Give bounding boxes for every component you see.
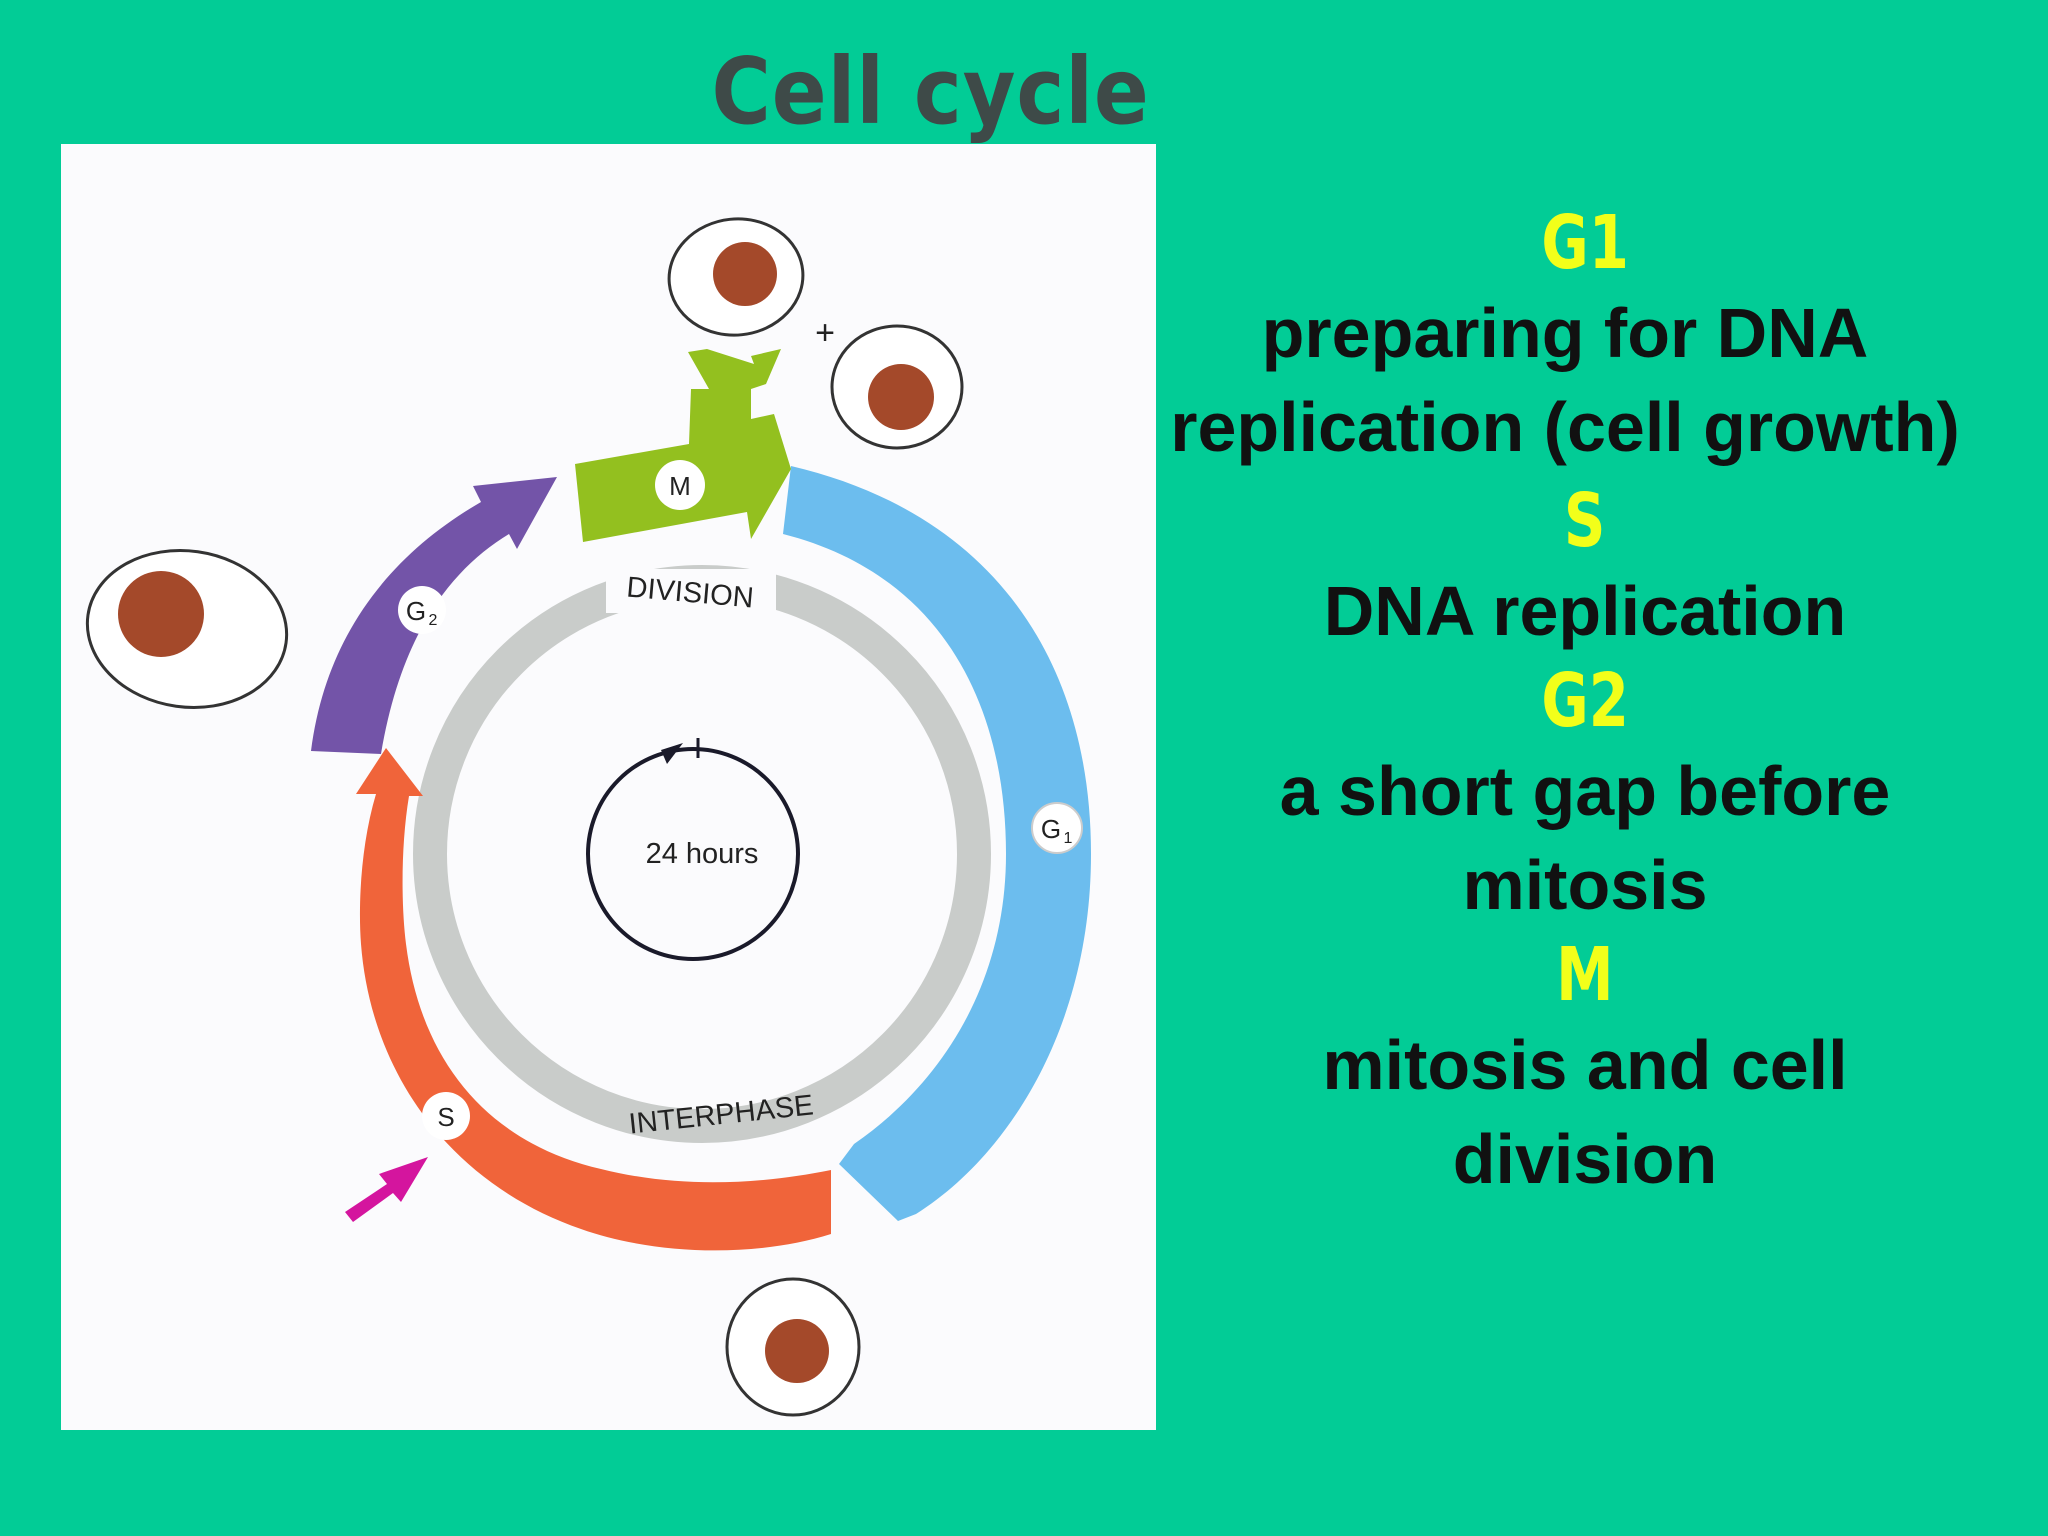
m-badge-label: M <box>669 471 691 501</box>
legend-phase-s: S <box>1564 478 1606 564</box>
cell-top <box>667 217 805 337</box>
clock-arrow-icon <box>661 743 683 764</box>
g1-badge-sub: 1 <box>1064 830 1073 847</box>
legend-item-g2: G2 a short gap before mitosis <box>1170 658 2000 932</box>
g2-phase-arc <box>311 477 557 754</box>
cell-left <box>85 549 289 709</box>
legend-desc-g2: a short gap before mitosis <box>1279 752 1891 924</box>
g1-badge-label: G <box>1041 814 1061 844</box>
legend-desc-g1: preparing for DNA replication (cell grow… <box>1170 294 1960 466</box>
m-phase-arrow <box>575 349 791 542</box>
s-pointer-arrow-icon <box>345 1157 428 1222</box>
center-label: 24 hours <box>646 838 759 870</box>
cell-top-right <box>830 324 964 450</box>
page-title: Cell cycle <box>711 38 1150 145</box>
legend-phase-g2: G2 <box>1541 658 1629 744</box>
legend-item-g1: G1 preparing for DNA replication (cell g… <box>1170 200 2000 474</box>
legend-item-m: M mitosis and cell division <box>1170 932 2000 1206</box>
plus-sign: + <box>815 314 835 352</box>
s-badge-label: S <box>437 1102 454 1132</box>
legend-desc-s: DNA replication <box>1323 572 1847 650</box>
legend-phase-m: M <box>1556 932 1614 1018</box>
m-badge <box>655 460 705 510</box>
s-badge <box>422 1092 470 1140</box>
cycle-svg: DIVISION INTERPHASE 24 hours G 1 S G 2 M… <box>85 217 1091 1417</box>
s-phase-arc <box>356 748 831 1251</box>
g2-badge-sub: 2 <box>429 612 438 629</box>
cell-cycle-diagram: DIVISION INTERPHASE 24 hours G 1 S G 2 M… <box>61 144 1156 1430</box>
g1-badge <box>1031 802 1083 854</box>
g1-phase-arc <box>783 466 1091 1221</box>
cell-bottom <box>725 1277 861 1417</box>
g2-badge <box>398 586 446 634</box>
g2-badge-label: G <box>406 596 426 626</box>
legend-desc-m: mitosis and cell division <box>1322 1026 1848 1198</box>
phase-legend: G1 preparing for DNA replication (cell g… <box>1170 200 2000 1206</box>
clock-circle <box>586 747 800 961</box>
legend-phase-g1: G1 <box>1541 200 1629 286</box>
division-label-bg <box>606 569 776 613</box>
legend-item-s: S DNA replication <box>1170 478 2000 658</box>
